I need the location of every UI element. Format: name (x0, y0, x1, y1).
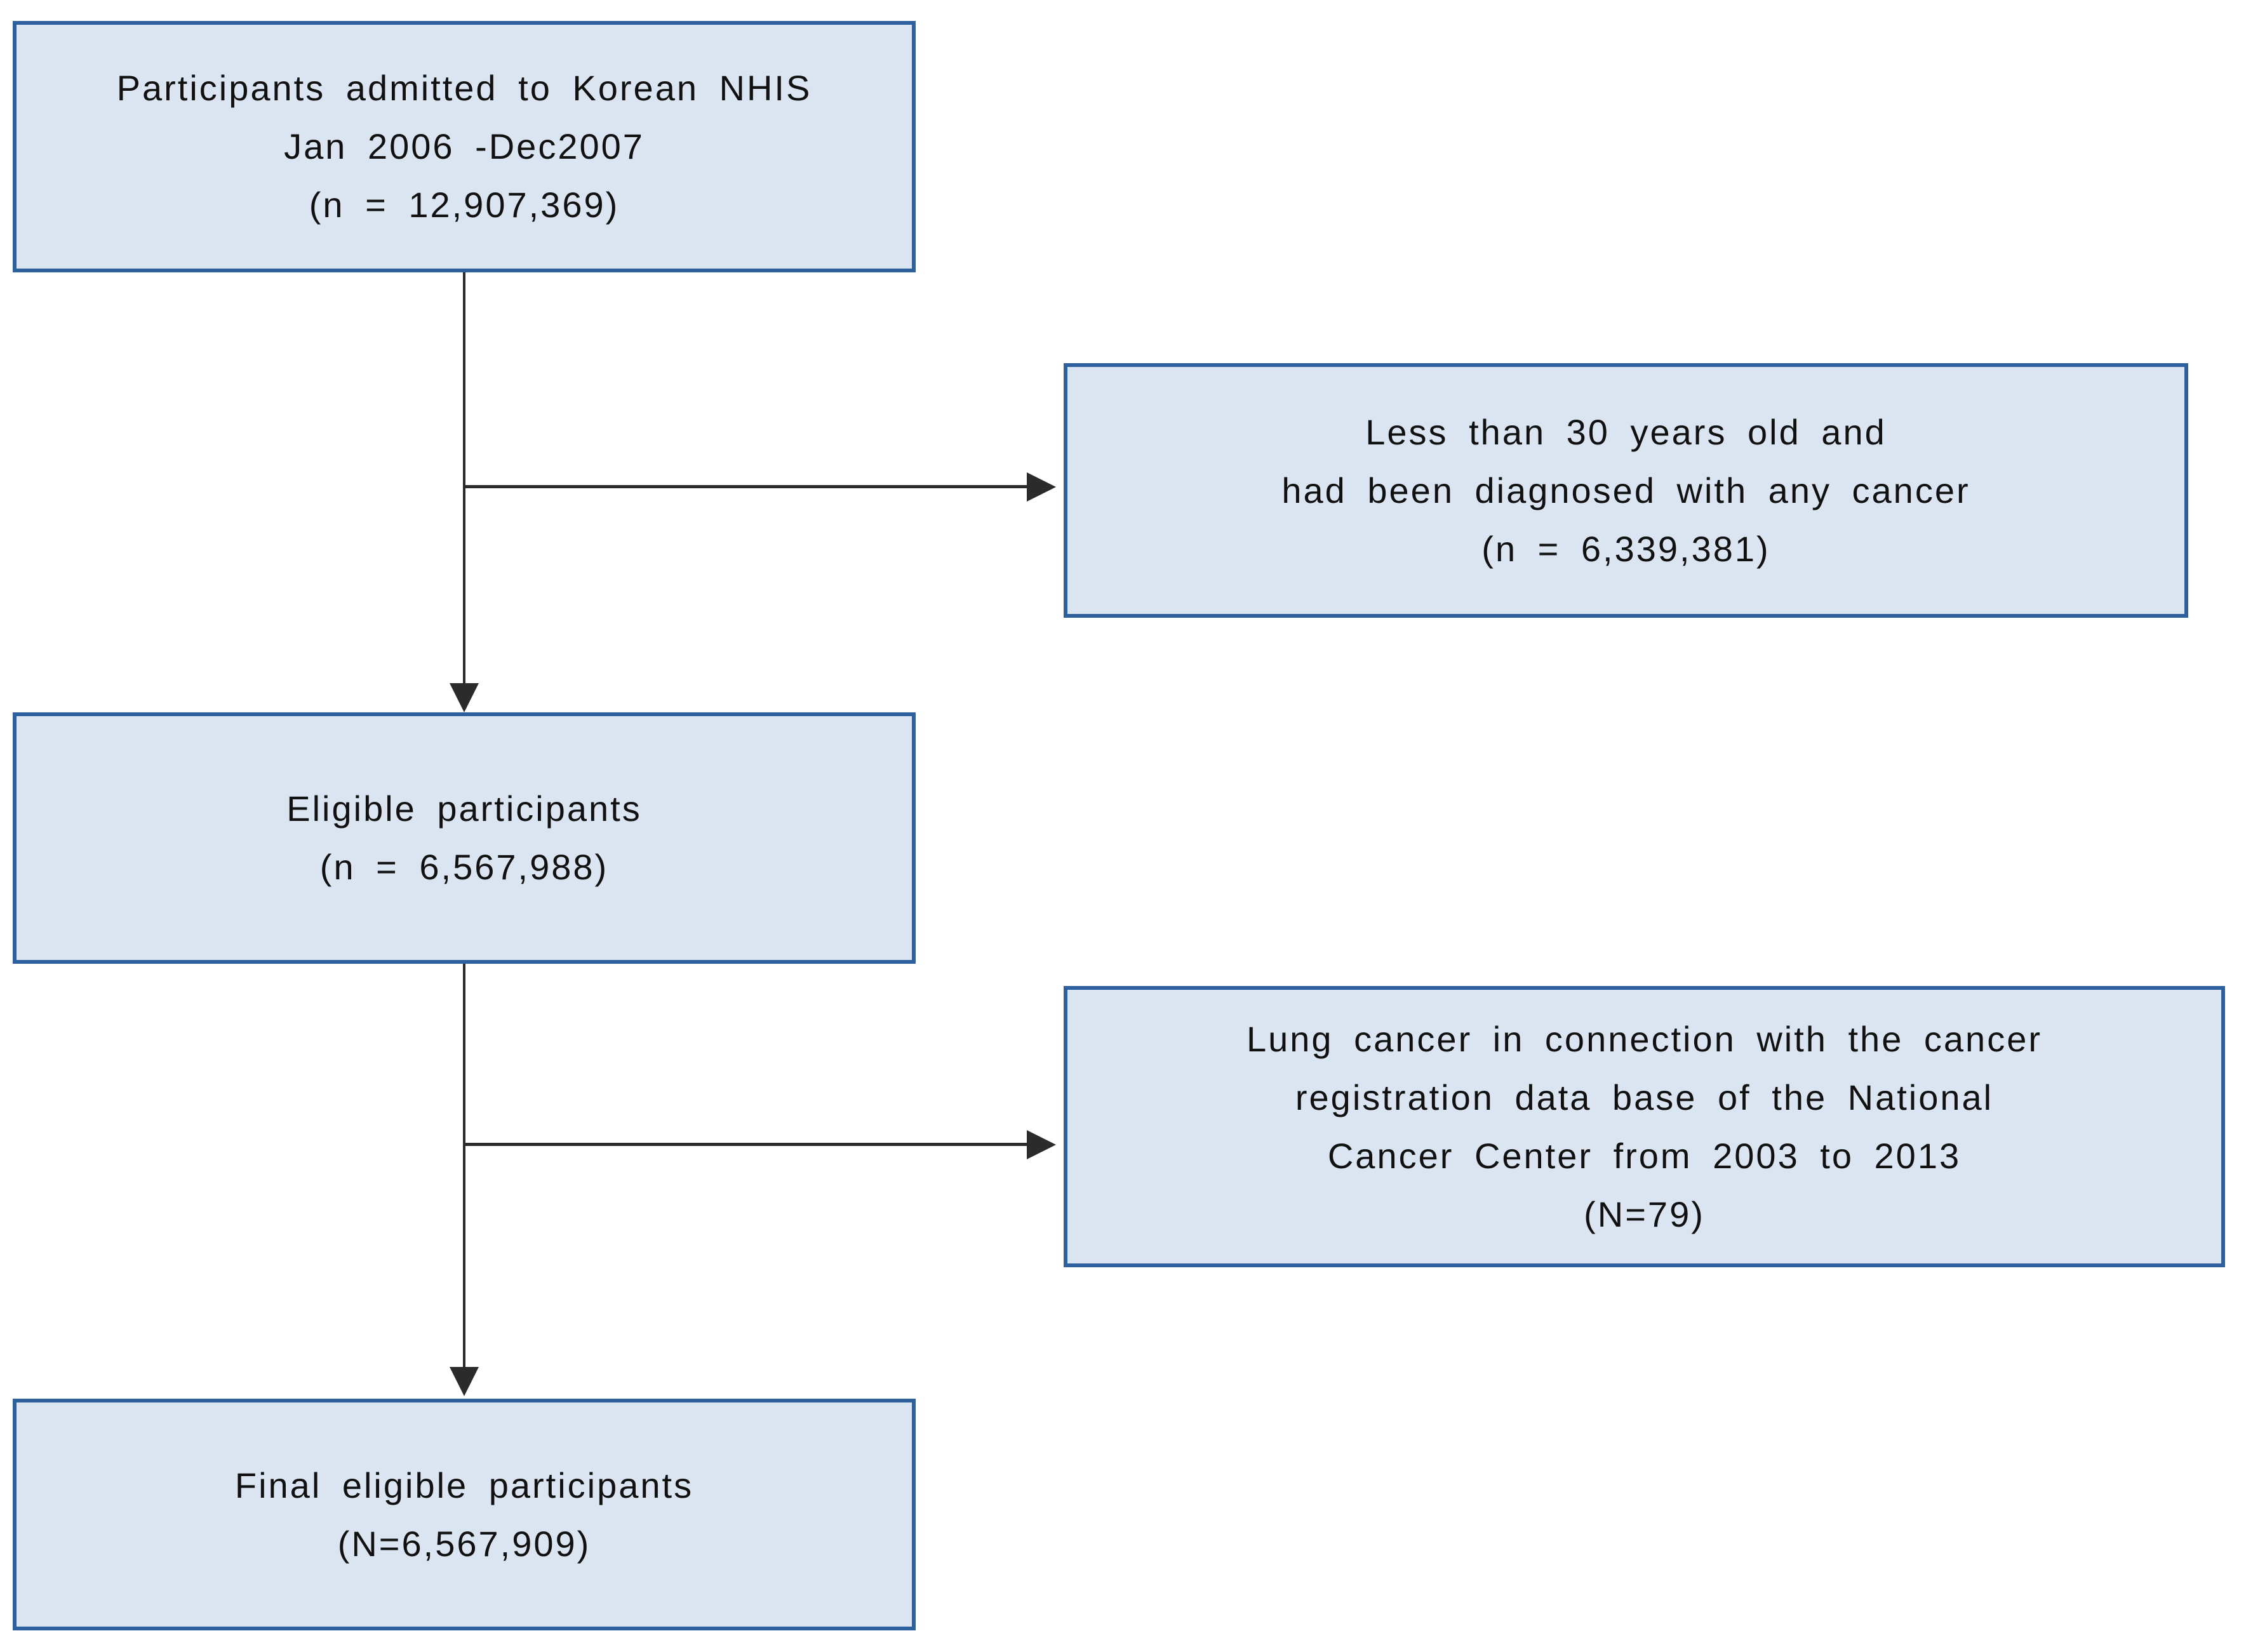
arrowhead-down-icon (450, 1367, 479, 1396)
flow-box-exclusion2-line-1: Lung cancer in connection with the cance… (1247, 1018, 2042, 1059)
flow-box-exclusion2-line-2: registration data base of the National (1295, 1077, 1994, 1117)
flow-box-source: Participants admitted to Korean NHIS Jan… (13, 21, 916, 272)
connector-branch-exclusion1 (463, 485, 1028, 488)
flow-box-exclusion2: Lung cancer in connection with the cance… (1064, 986, 2225, 1267)
connector-branch-exclusion2 (463, 1143, 1028, 1146)
flow-box-eligible-line-1: Eligible participants (286, 789, 642, 829)
flow-box-source-line-3: (n = 12,907,369) (309, 185, 620, 225)
flow-box-final-line-2: (N=6,567,909) (337, 1523, 591, 1564)
flow-box-exclusion1: Less than 30 years old and had been diag… (1064, 363, 2188, 618)
flow-box-exclusion1-line-1: Less than 30 years old and (1365, 411, 1887, 452)
flow-box-eligible: Eligible participants (n = 6,567,988) (13, 712, 916, 964)
flow-box-source-line-2: Jan 2006 -Dec2007 (284, 126, 645, 166)
flow-box-exclusion1-line-2: had been diagnosed with any cancer (1281, 470, 1970, 510)
connector-source-to-eligible (463, 272, 465, 685)
flow-box-exclusion2-line-3: Cancer Center from 2003 to 2013 (1327, 1135, 1962, 1176)
arrowhead-right-icon (1027, 472, 1056, 502)
flow-box-eligible-line-2: (n = 6,567,988) (319, 847, 609, 887)
flow-box-exclusion1-line-3: (n = 6,339,381) (1481, 528, 1770, 569)
arrowhead-right-icon (1027, 1130, 1056, 1159)
flow-box-exclusion2-line-4: (N=79) (1584, 1194, 1705, 1234)
connector-eligible-to-final (463, 964, 465, 1369)
flow-box-source-line-1: Participants admitted to Korean NHIS (116, 68, 812, 108)
arrowhead-down-icon (450, 683, 479, 712)
flow-box-final-line-1: Final eligible participants (234, 1465, 694, 1505)
flow-box-final: Final eligible participants (N=6,567,909… (13, 1399, 916, 1630)
